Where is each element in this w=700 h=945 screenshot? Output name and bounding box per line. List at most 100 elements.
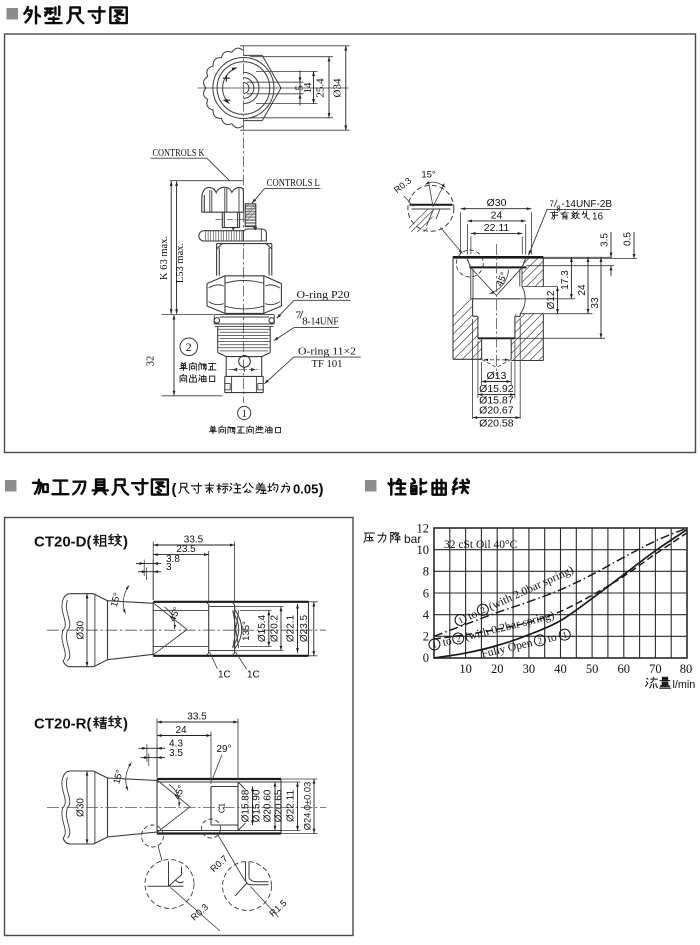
svg-text:24: 24	[175, 725, 187, 736]
svg-text:135°: 135°	[241, 621, 252, 641]
svg-text:3.8: 3.8	[166, 554, 180, 565]
svg-text:Ø20.60: Ø20.60	[263, 789, 274, 822]
svg-text:24: 24	[577, 284, 588, 296]
svg-text:15°: 15°	[421, 170, 436, 181]
svg-text:2: 2	[423, 630, 429, 644]
svg-text:CT20-D(: CT20-D(	[34, 534, 92, 551]
svg-text:Ø12: Ø12	[546, 290, 557, 309]
svg-text:30: 30	[523, 662, 536, 676]
svg-text:0.05: 0.05	[293, 482, 318, 497]
svg-text:Ø30: Ø30	[487, 197, 507, 209]
svg-text:32 cSt Oil 40°C: 32 cSt Oil 40°C	[444, 539, 518, 551]
svg-text:to: to	[441, 635, 453, 649]
svg-text:Ø15.90: Ø15.90	[252, 789, 263, 822]
svg-text:-14UNF-2B: -14UNF-2B	[562, 199, 613, 210]
svg-text:33: 33	[590, 297, 601, 309]
svg-text:Ø22.11: Ø22.11	[286, 790, 297, 822]
svg-text:23.5: 23.5	[176, 544, 196, 555]
svg-text:0.5: 0.5	[623, 232, 634, 246]
svg-text:(: (	[172, 481, 177, 498]
svg-text:10: 10	[417, 543, 430, 557]
svg-text:24: 24	[491, 209, 503, 221]
svg-text:Ø22.1: Ø22.1	[286, 614, 297, 642]
svg-text:Ø20.58: Ø20.58	[479, 417, 514, 429]
svg-text:0: 0	[423, 651, 429, 665]
svg-text:R0.3: R0.3	[392, 175, 413, 195]
svg-text:Ø15.4: Ø15.4	[257, 614, 268, 642]
svg-text:40: 40	[554, 662, 567, 676]
svg-text:Ø13: Ø13	[486, 370, 506, 382]
svg-text:CONTROLS K: CONTROLS K	[153, 147, 205, 159]
svg-text:8: 8	[302, 316, 308, 328]
svg-text:Ø15.87: Ø15.87	[479, 394, 514, 406]
svg-text:1: 1	[242, 409, 247, 420]
svg-text:R0.7: R0.7	[208, 853, 229, 874]
svg-text:Ø20.2: Ø20.2	[270, 614, 281, 642]
svg-text:.: .	[569, 627, 575, 639]
svg-text:Ø20.65: Ø20.65	[274, 789, 285, 822]
svg-text:70: 70	[649, 662, 662, 676]
svg-text:2: 2	[455, 633, 462, 644]
svg-text:29°: 29°	[217, 744, 232, 755]
svg-text:15°: 15°	[109, 591, 123, 608]
svg-text:60: 60	[618, 662, 631, 676]
svg-text:): )	[123, 716, 128, 733]
svg-text:-14UNF: -14UNF	[308, 316, 339, 328]
svg-text:bar: bar	[404, 532, 421, 546]
svg-text:CONTROLS L: CONTROLS L	[267, 177, 320, 189]
svg-text:33.5: 33.5	[184, 535, 204, 546]
svg-text:20: 20	[491, 662, 504, 676]
svg-text:45°: 45°	[172, 784, 188, 802]
svg-text:C1: C1	[218, 802, 227, 813]
svg-text:10: 10	[459, 662, 472, 676]
svg-text:1C: 1C	[218, 670, 231, 681]
svg-text:Ø34: Ø34	[332, 78, 344, 97]
svg-text:15°: 15°	[111, 768, 125, 785]
svg-text:Ø20.67: Ø20.67	[479, 405, 514, 417]
svg-text:5: 5	[294, 85, 306, 91]
svg-text:2: 2	[479, 605, 487, 616]
svg-text:25.4: 25.4	[315, 78, 327, 98]
svg-text:R1.5: R1.5	[267, 898, 288, 919]
svg-text:to: to	[546, 631, 558, 645]
svg-text:2: 2	[186, 340, 192, 354]
svg-text:16: 16	[592, 211, 604, 222]
svg-text:7: 7	[296, 310, 302, 322]
svg-text:Ø15.88: Ø15.88	[241, 789, 252, 822]
svg-text:K 63 max.: K 63 max.	[159, 236, 170, 280]
svg-text:l/min: l/min	[673, 679, 696, 691]
svg-text:Ø15.92: Ø15.92	[479, 383, 514, 395]
svg-text:4.3: 4.3	[169, 739, 183, 750]
svg-text:L53 max.: L53 max.	[175, 243, 186, 283]
svg-text:2: 2	[537, 635, 544, 646]
svg-text:O-ring 11×2: O-ring 11×2	[298, 345, 356, 357]
svg-text:50: 50	[586, 662, 599, 676]
svg-text:CT20-R(: CT20-R(	[34, 716, 92, 733]
svg-text:32: 32	[146, 356, 157, 367]
svg-text:Fully Open: Fully Open	[480, 637, 534, 660]
svg-text:): )	[123, 534, 128, 551]
svg-text:): )	[319, 481, 324, 498]
svg-text:6: 6	[423, 586, 429, 600]
svg-text:3.5: 3.5	[169, 748, 183, 759]
svg-text:12: 12	[417, 522, 430, 536]
svg-text:Ø24.0±0.03: Ø24.0±0.03	[303, 782, 313, 831]
svg-text:7: 7	[550, 200, 555, 209]
svg-text:O-ring P20: O-ring P20	[297, 289, 351, 301]
svg-text:45°: 45°	[167, 606, 183, 624]
svg-text:1C: 1C	[247, 670, 260, 681]
svg-text:1: 1	[561, 630, 568, 641]
svg-text:3.5: 3.5	[600, 233, 611, 247]
svg-text:17.3: 17.3	[560, 270, 571, 290]
svg-text:TF 101: TF 101	[312, 358, 343, 370]
svg-text:4: 4	[423, 608, 430, 622]
svg-text:22.11: 22.11	[484, 222, 510, 234]
svg-text:Ø23.5: Ø23.5	[299, 614, 310, 642]
svg-text:80: 80	[680, 662, 693, 676]
svg-text:1: 1	[457, 615, 465, 626]
svg-text:1: 1	[431, 639, 438, 650]
svg-text:3: 3	[166, 562, 172, 573]
svg-text:33.5: 33.5	[187, 712, 207, 723]
svg-text:14: 14	[302, 82, 314, 94]
svg-text:8: 8	[423, 565, 429, 579]
